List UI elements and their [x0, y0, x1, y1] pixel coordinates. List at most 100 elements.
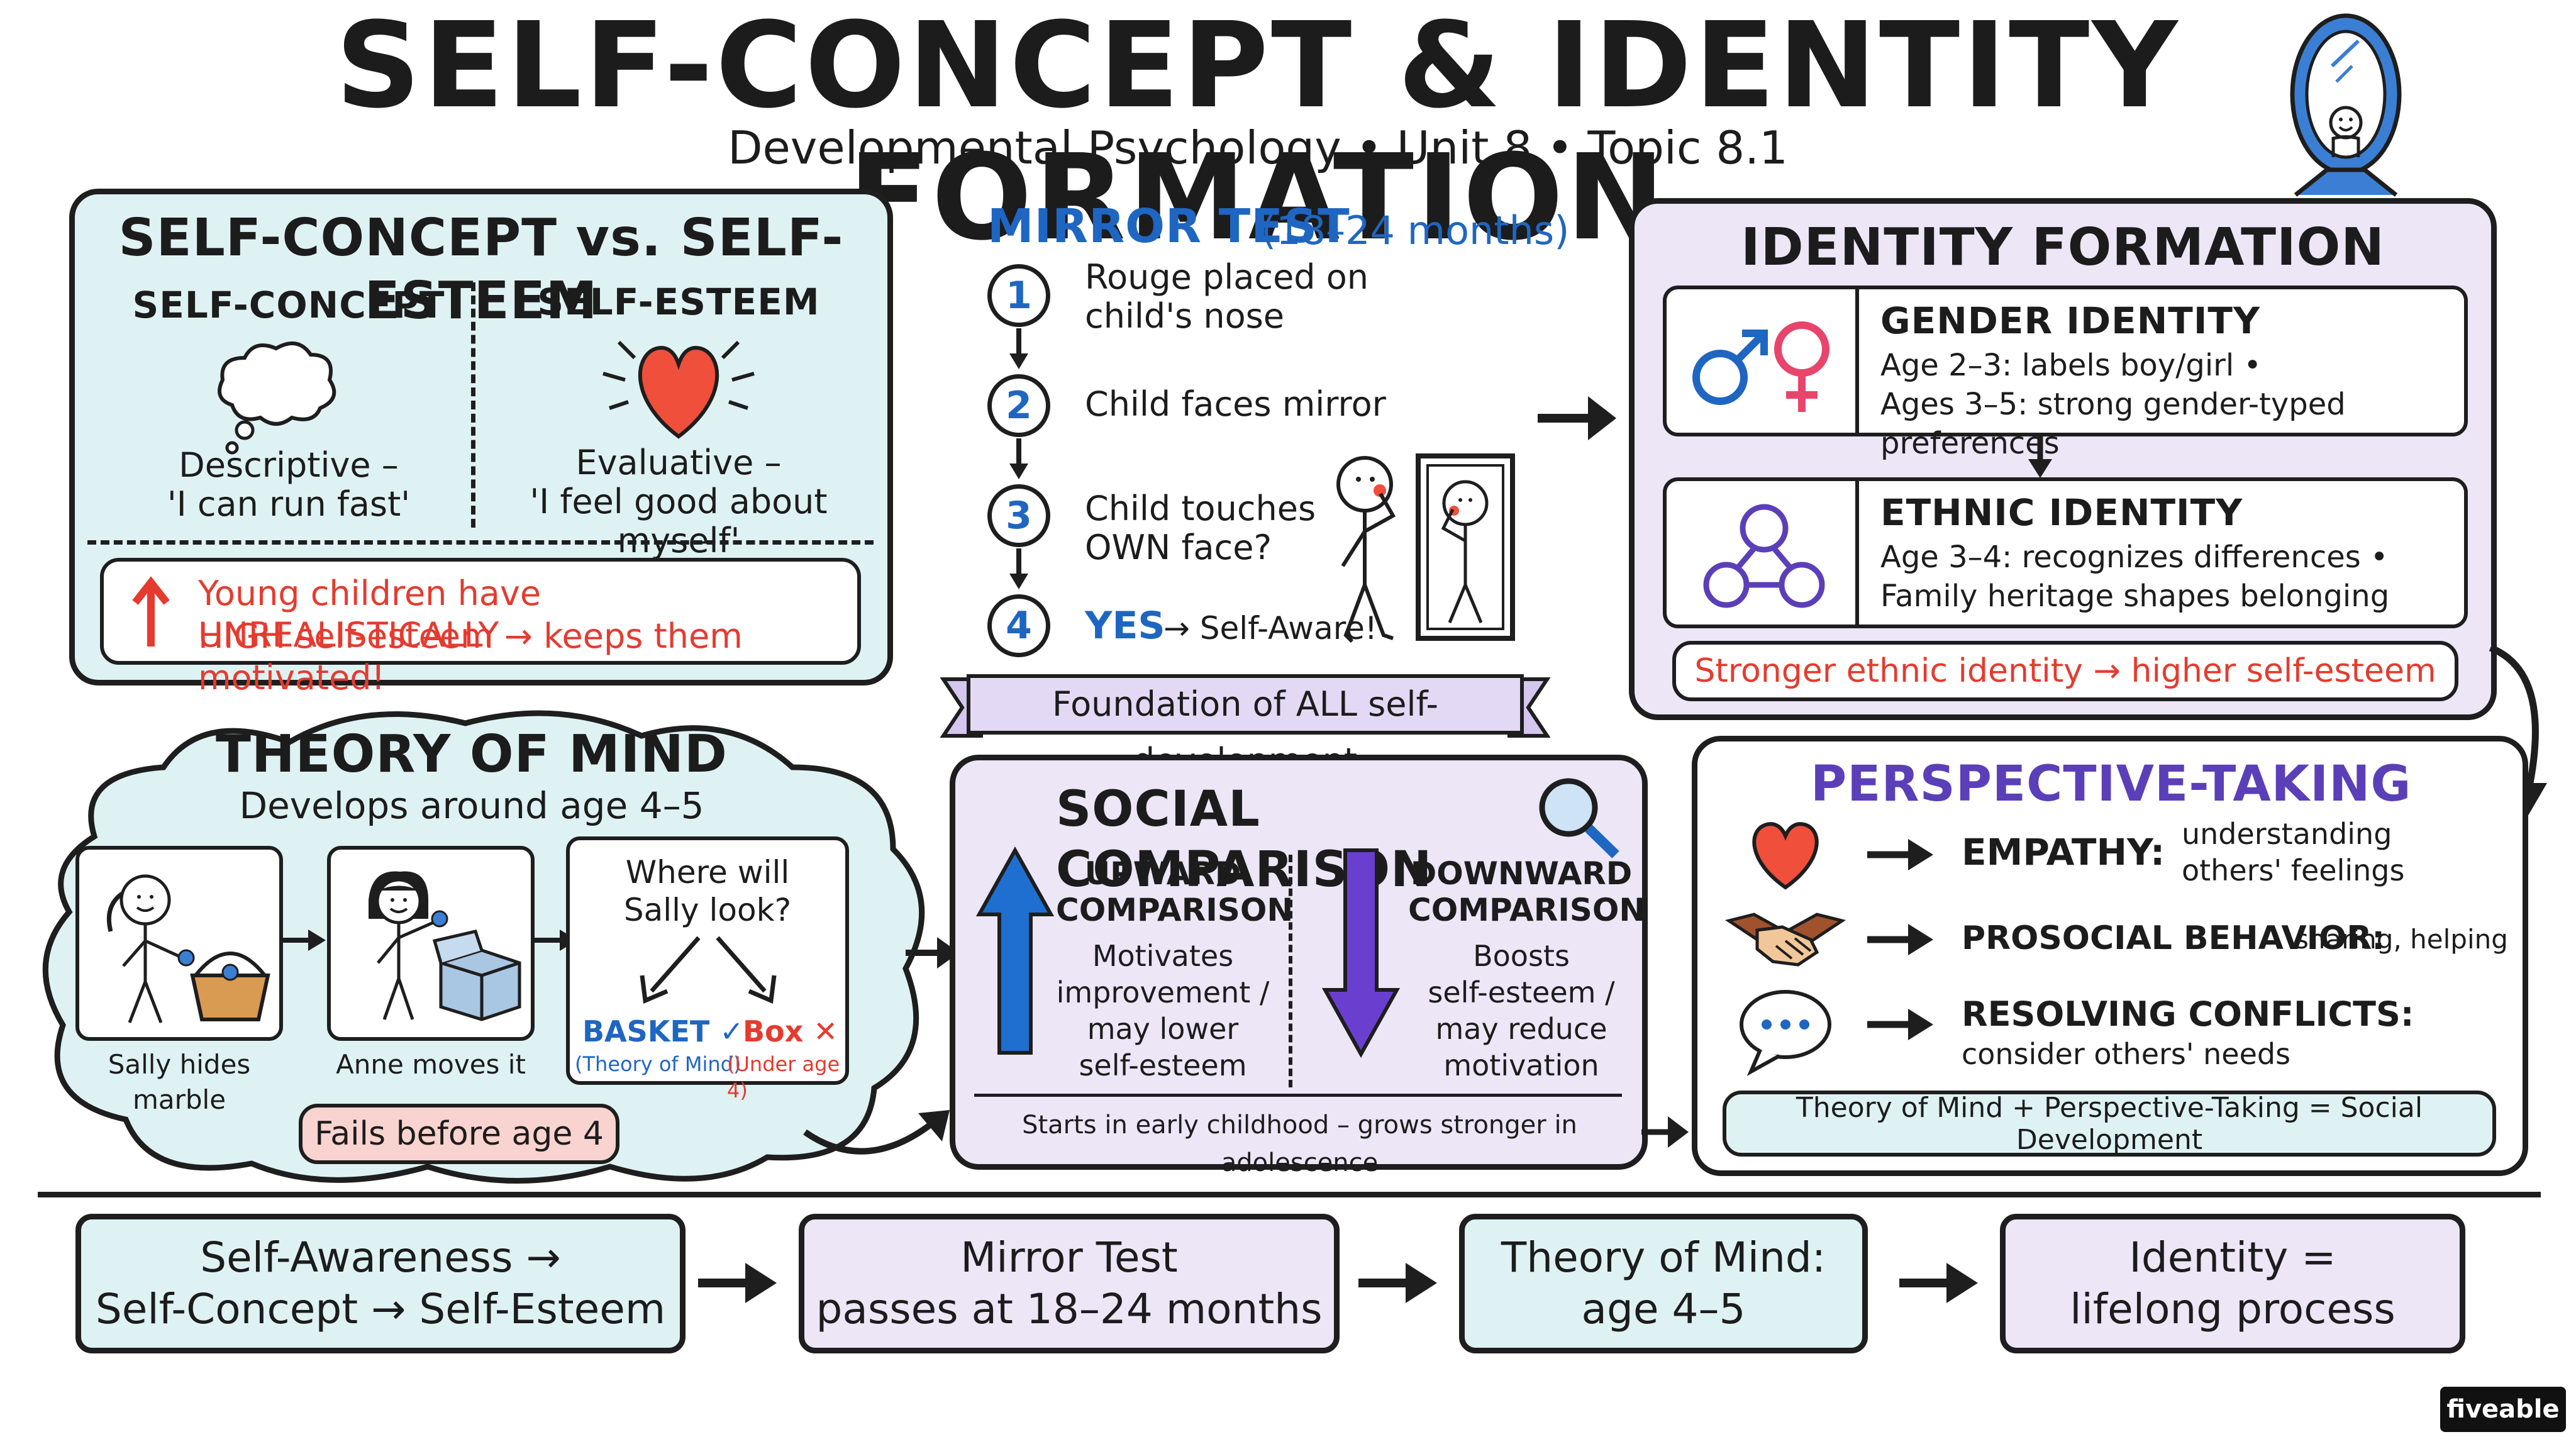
downward-desc-2: self-esteem /: [1428, 975, 1615, 1009]
step-3-line2: OWN face?: [1085, 528, 1272, 567]
gender-identity-line1: Age 2–3: labels boy/girl •: [1880, 348, 2262, 383]
social-comparison-panel: SOCIAL COMPARISON UPWARD COMPARISON Moti…: [950, 755, 1648, 1177]
social-comparison-footer: Starts in early childhood – grows strong…: [1022, 1111, 1577, 1177]
fails-before-4-badge: Fails before age 4: [299, 1104, 619, 1164]
brand-logo: fiveable: [2440, 1387, 2566, 1432]
step-arrow-icon: [1009, 438, 1028, 479]
summary-theory-of-mind: Theory of Mind: age 4–5: [1459, 1214, 1868, 1353]
heart-icon: [602, 340, 755, 439]
footer-divider: [974, 1094, 1622, 1097]
caption-anne-moves: Anne moves it: [336, 1049, 526, 1080]
summary-arrow-icon: [698, 1263, 777, 1303]
self-esteem-example: 'I feel good about myself': [530, 482, 828, 560]
ethnic-identity-line2: Family heritage shapes belonging: [1880, 579, 2390, 614]
right-arrow-icon: [1867, 839, 1933, 870]
down-arrow-icon: [2028, 435, 2052, 478]
thought-cloud-icon: [218, 341, 336, 455]
social-development-equation: Theory of Mind + Perspective-Taking = So…: [1723, 1091, 2496, 1157]
step-4-result: → Self-Aware!: [1163, 610, 1377, 647]
fork-arrows-icon: [640, 936, 777, 1004]
self-concept-example: 'I can run fast': [167, 484, 411, 524]
answer-box-note: (Under age 4): [727, 1052, 840, 1102]
empathy-label: EMPATHY:: [1962, 831, 2165, 874]
arrow-to-social-comparison: [906, 937, 959, 969]
downward-desc-4: motivation: [1443, 1048, 1599, 1082]
speech-bubble-icon: [1740, 990, 1831, 1076]
self-concept-heading: SELF-CONCEPT: [132, 284, 445, 326]
arrow-to-identity: [1538, 396, 1616, 440]
upward-desc-4: self-esteem: [1079, 1048, 1247, 1082]
magnifier-icon: [1539, 778, 1619, 858]
anne-box-illustration: [369, 871, 521, 1021]
card-divider: [1855, 481, 1859, 625]
answer-box: Box ✕: [743, 1014, 838, 1048]
theory-of-mind-subtitle: Develops around age 4–5: [239, 784, 704, 827]
identity-formation-panel: IDENTITY FORMATION GENDER IDENTITY Age 2…: [1629, 198, 2497, 720]
identity-note: Stronger ethnic identity → higher self-e…: [1672, 641, 2458, 701]
column-divider: [471, 282, 475, 528]
ethnic-identity-line1: Age 3–4: recognizes differences •: [1880, 540, 2389, 575]
perspective-taking-panel: PERSPECTIVE-TAKING EMPATHY: understandin…: [1692, 736, 2528, 1176]
self-concept-panel-title: SELF-CONCEPT vs. SELF-ESTEEM: [118, 208, 844, 331]
theory-of-mind-title: THEORY OF MIND: [216, 724, 728, 784]
summary-4-line1: Identity =: [2129, 1233, 2336, 1282]
empathy-desc-1: understanding: [2182, 817, 2392, 851]
gender-identity-card: GENDER IDENTITY Age 2–3: labels boy/girl…: [1663, 286, 2468, 461]
page-title: SELF-CONCEPT & IDENTITY FORMATION: [335, 0, 2180, 267]
downward-title-line2: COMPARISON: [1408, 892, 1646, 928]
step-arrow-icon: [1009, 548, 1028, 589]
anne-moves-panel: [327, 846, 535, 1041]
answer-basket: BASKET ✓: [582, 1014, 744, 1048]
summary-arrow-icon: [1358, 1263, 1437, 1303]
prosocial-desc: sharing, helping: [2295, 924, 2508, 955]
downward-desc-1: Boosts: [1473, 939, 1570, 973]
ethnic-identity-title: ETHNIC IDENTITY: [1880, 491, 2243, 534]
step-2-line1: Child faces mirror: [1085, 384, 1386, 424]
up-arrow-icon: [132, 576, 170, 647]
heart-icon: [1752, 822, 1819, 890]
gender-symbols-icon: [1692, 321, 1829, 412]
step-1-line1: Rouge placed on: [1085, 257, 1369, 297]
conflict-label: RESOLVING CONFLICTS:: [1962, 994, 2414, 1034]
step-4-yes: YES: [1085, 604, 1165, 648]
connected-people-icon: [1703, 504, 1825, 608]
upward-arrow-icon: [975, 846, 1055, 1055]
summary-2-line1: Mirror Test: [960, 1233, 1178, 1282]
perspective-taking-title: PERSPECTIVE-TAKING: [1811, 756, 2412, 813]
curved-arrow-to-social-comparison: [803, 1110, 950, 1155]
summary-mirror-test: Mirror Test passes at 18–24 months: [799, 1214, 1340, 1353]
upward-title-line2: COMPARISON: [1056, 892, 1294, 928]
downward-arrow-icon: [1321, 848, 1401, 1058]
summary-arrow-icon: [1899, 1263, 1978, 1303]
sally-hides-panel: [75, 846, 283, 1041]
step-1-line2: child's nose: [1085, 296, 1284, 336]
ethnic-identity-card: ETHNIC IDENTITY Age 3–4: recognizes diff…: [1663, 477, 2468, 628]
summary-3-line2: age 4–5: [1581, 1285, 1746, 1333]
step-3-line1: Child touches: [1085, 489, 1316, 528]
question-line2: Sally look?: [623, 892, 792, 928]
step-1-number: 1: [987, 264, 1050, 327]
mirror-test-title: MIRROR TEST: [987, 199, 1350, 253]
page-subtitle: Developmental Psychology • Unit 8 • Topi…: [728, 121, 1788, 174]
answer-basket-note: (Theory of Mind): [575, 1052, 741, 1076]
upward-desc-1: Motivates: [1092, 939, 1234, 973]
empathy-desc-2: others' feelings: [2182, 853, 2405, 887]
summary-identity: Identity = lifelong process: [2000, 1214, 2465, 1353]
mirror-test-age: (18–24 months): [1261, 208, 1570, 253]
upward-desc-2: improvement /: [1056, 975, 1270, 1009]
banner-ribbon: [940, 674, 1551, 738]
self-concept-panel: SELF-CONCEPT vs. SELF-ESTEEM SELF-CONCEP…: [69, 189, 893, 697]
step-2-number: 2: [987, 374, 1050, 437]
summary-4-line2: lifelong process: [2070, 1285, 2396, 1333]
sally-question-panel: Where will Sally look? BASKET ✓ (Theory …: [566, 836, 849, 1102]
summary-2-line2: passes at 18–24 months: [816, 1285, 1323, 1333]
downward-desc-3: may reduce: [1435, 1012, 1607, 1046]
gender-identity-line2: Ages 3–5: strong gender-typed preference…: [1880, 387, 2346, 461]
comparison-divider: [1289, 855, 1292, 1087]
summary-self-awareness: Self-Awareness → Self-Concept → Self-Est…: [75, 1214, 686, 1353]
caption-sally-hides: Sally hides marble: [108, 1049, 251, 1115]
self-esteem-note-line1: Young children have UNREALISTICALLY: [198, 574, 541, 655]
sally-basket-illustration: [106, 874, 270, 1023]
step-right-arrow-icon: [283, 930, 326, 951]
step-4-number: 4: [987, 594, 1050, 657]
